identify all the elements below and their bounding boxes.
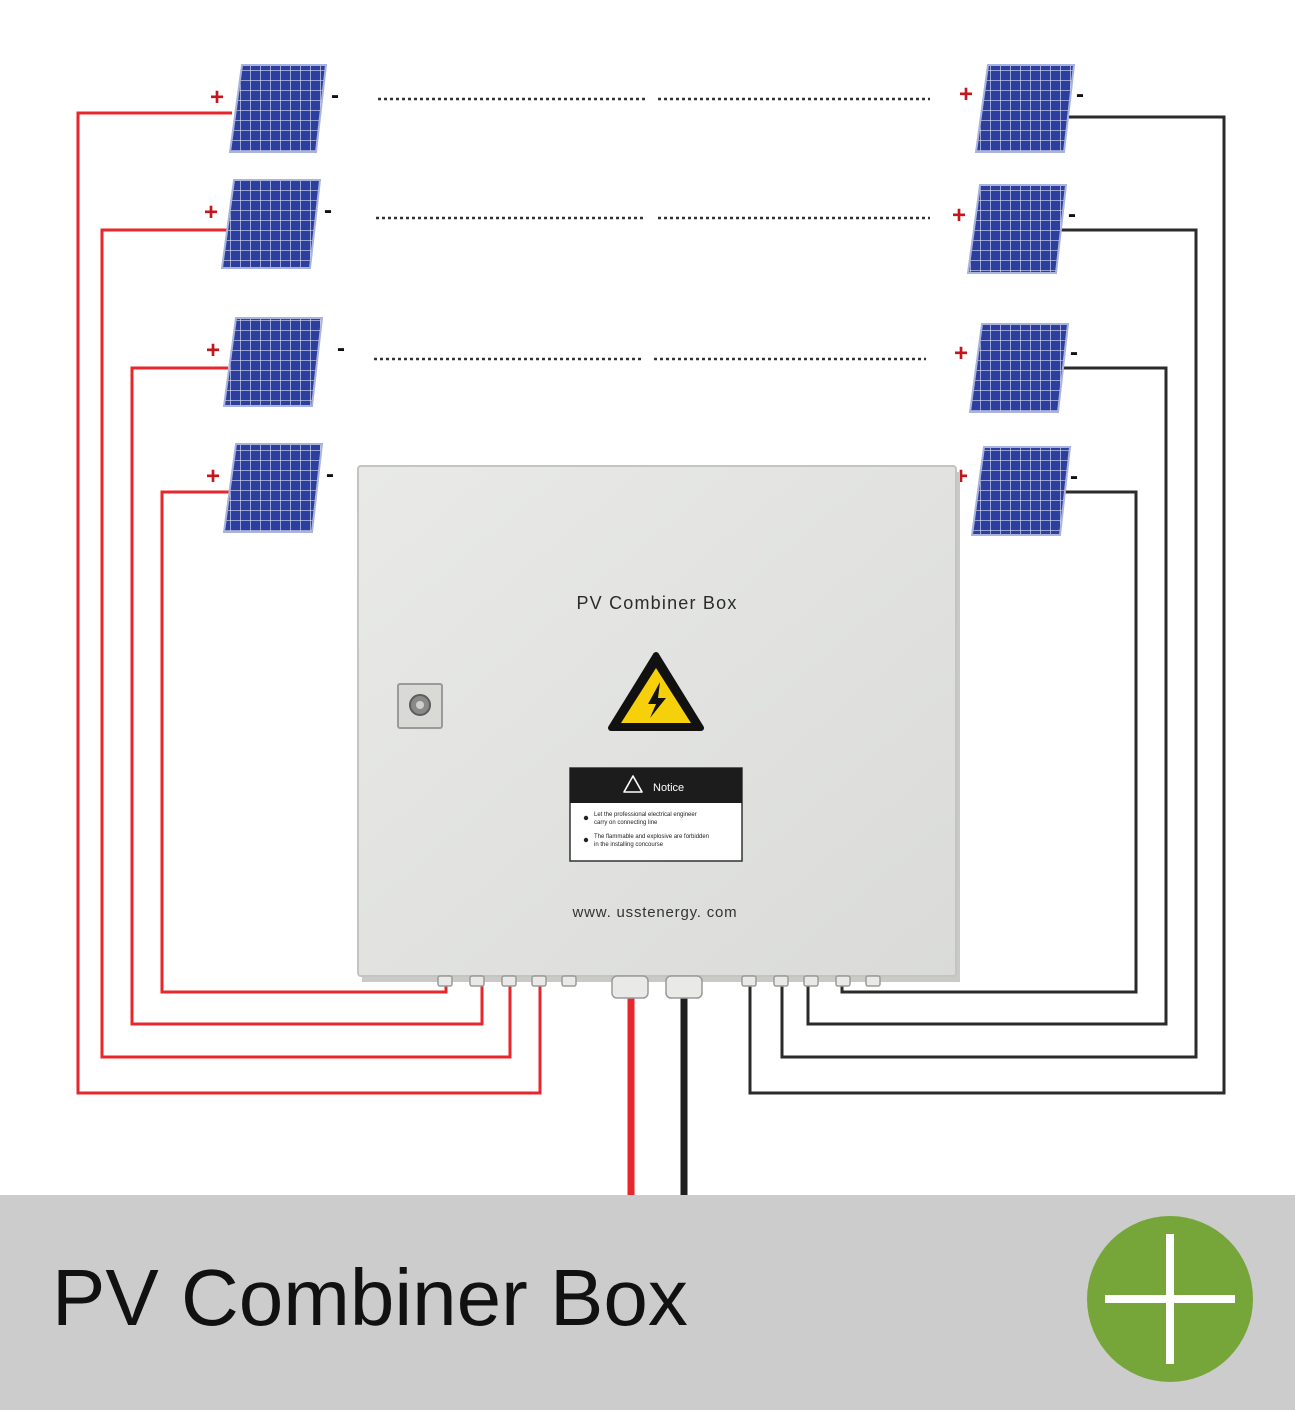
solar-panel-left-2 (220, 179, 322, 269)
negative-wire-3 (806, 366, 1168, 1026)
notice-label: Notice Let the professional electrical e… (569, 767, 743, 862)
high-voltage-warning-icon (608, 652, 704, 731)
solar-panels (220, 64, 1076, 536)
minus-label: - (331, 82, 339, 109)
polarity-markers: + - + - + - + - + - + - + - + - (204, 81, 1084, 490)
solar-panel-left-4 (222, 443, 324, 533)
string-dotted-lines (374, 97, 930, 361)
notice-line: carry on connecting line (594, 820, 658, 826)
minus-label: - (324, 197, 332, 224)
solar-panel-right-3 (968, 323, 1070, 413)
solar-panel-right-4 (970, 446, 1072, 536)
notice-line: The flammable and explosive are forbidde… (594, 834, 709, 840)
positive-wire-1 (76, 111, 542, 1095)
solar-panel-right-2 (966, 184, 1068, 274)
notice-line: Let the professional electrical engineer (594, 812, 697, 818)
minus-label: - (1070, 463, 1078, 490)
minus-label: - (1076, 81, 1084, 108)
positive-wire-3 (130, 366, 484, 1026)
plus-label: + (954, 340, 968, 367)
footer-bar (0, 1195, 1295, 1410)
box-website: www. usstenergy. com (572, 904, 738, 921)
negative-wires (748, 115, 1226, 1095)
box-title: PV Combiner Box (576, 593, 737, 613)
positive-wires (76, 111, 542, 1095)
positive-wire-4 (160, 490, 448, 994)
negative-wire-4 (840, 490, 1138, 994)
solar-panel-right-1 (974, 64, 1076, 153)
plus-label: + (206, 337, 220, 364)
negative-wire-2 (780, 228, 1198, 1059)
notice-warning-icon (623, 775, 643, 793)
negative-wire-1 (748, 115, 1226, 1095)
plus-label: + (206, 463, 220, 490)
plus-label: + (959, 81, 973, 108)
plus-label: + (952, 202, 966, 229)
solar-panel-left-3 (222, 317, 324, 407)
footer-title: PV Combiner Box (52, 1253, 688, 1342)
plus-label: + (210, 84, 224, 111)
lock-knob (397, 683, 443, 729)
cable-glands (437, 975, 881, 999)
solar-panel-left-1 (228, 64, 328, 153)
minus-label: - (326, 461, 334, 488)
combiner-box: PV Combiner Box Notice Let the professio… (357, 465, 960, 999)
notice-line: in the installing concourse (594, 842, 664, 848)
positive-wire-2 (100, 228, 512, 1059)
add-button[interactable] (1087, 1216, 1253, 1382)
pv-wiring-diagram: + - + - + - + - + - + - + - + - PV Combi… (76, 64, 1226, 1195)
minus-label: - (1068, 201, 1076, 228)
minus-label: - (1070, 339, 1078, 366)
plus-icon (1087, 1216, 1253, 1382)
minus-label: - (337, 335, 345, 362)
notice-title: Notice (653, 782, 684, 794)
plus-label: + (204, 199, 218, 226)
